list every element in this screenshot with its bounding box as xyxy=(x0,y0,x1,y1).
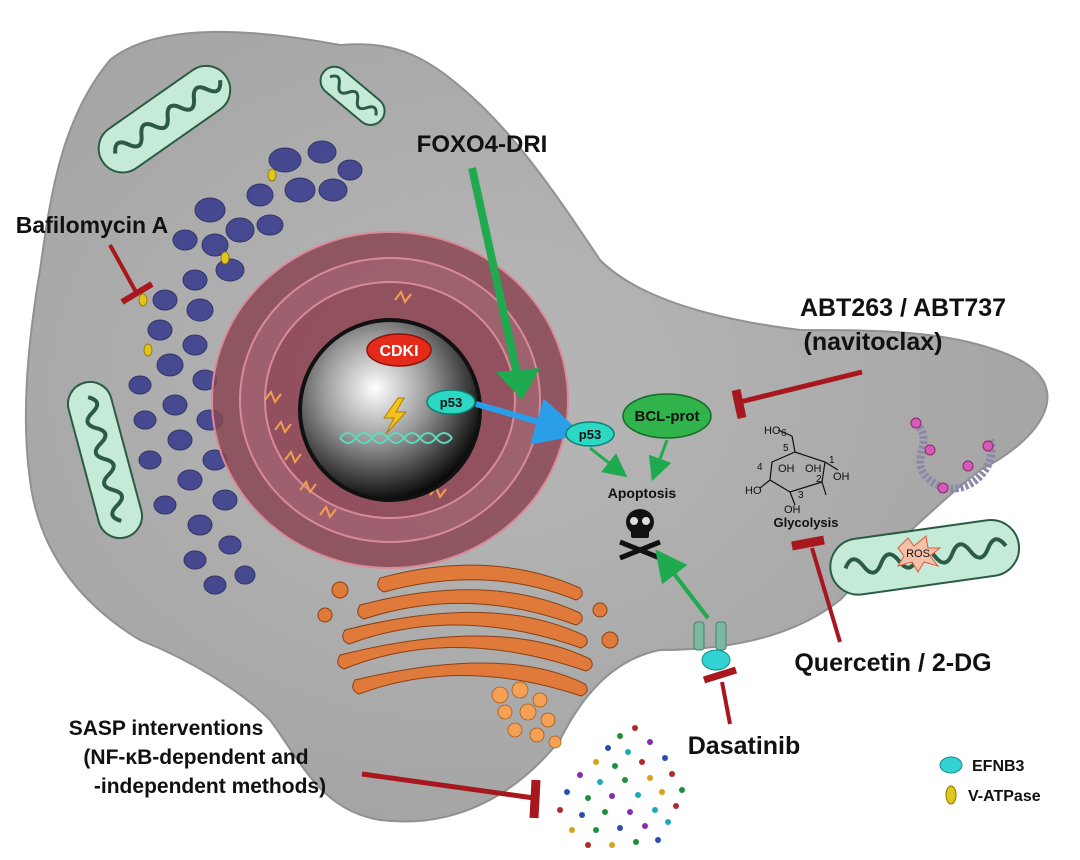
vatpase-legend-label: V-ATPase xyxy=(968,788,1041,805)
skull-crossbones-icon xyxy=(619,509,661,561)
legend: EFNB3 V-ATPase xyxy=(939,756,1041,805)
ribosomes xyxy=(264,289,447,520)
dasatinib-label: Dasatinib xyxy=(688,732,801,760)
bcl-apoptosis-arrow xyxy=(648,439,672,482)
v-atpase-markers xyxy=(138,168,277,357)
efnb3-protein xyxy=(701,649,731,671)
p53-cyto-badge xyxy=(565,421,615,447)
glucose-c2: 2 xyxy=(816,474,822,485)
apoptosis-label: Apoptosis xyxy=(608,485,677,501)
glucose-c4: 4 xyxy=(757,462,763,473)
efnb3-legend-icon xyxy=(939,756,963,774)
bcl-prot-label: BCL-prot xyxy=(635,408,700,425)
glucose-oh-c: OH xyxy=(833,471,850,483)
glucose-c6: 6 xyxy=(781,428,787,439)
golgi-apparatus xyxy=(317,564,619,697)
foxo4-label: FOXO4-DRI xyxy=(417,131,548,158)
glucose-oh-d: OH xyxy=(784,504,801,516)
glucose-structure xyxy=(759,429,839,506)
glucose-c3: 3 xyxy=(798,490,804,501)
glucose-ho6: HO xyxy=(764,425,781,437)
glucose-c5: 5 xyxy=(783,443,789,454)
sasp-label-line2: (NF-κB-dependent and xyxy=(83,746,308,769)
p53-cyto-label: p53 xyxy=(579,427,601,442)
sasp-bar xyxy=(529,779,541,819)
lightning-icon xyxy=(383,397,408,435)
abt-inhibitor xyxy=(739,369,863,405)
abt-label-line2: (navitoclax) xyxy=(804,328,943,356)
p53-translocation-arrow xyxy=(475,398,584,445)
glucose-c1: 1 xyxy=(829,455,835,466)
quercetin-label: Quercetin / 2-DG xyxy=(794,649,991,677)
glucose-oh-a: OH xyxy=(778,463,795,475)
sasp-factors xyxy=(557,725,685,848)
dasatinib-bar xyxy=(702,666,738,684)
quercetin-bar xyxy=(791,535,825,551)
abt-label-line1: ABT263 / ABT737 xyxy=(800,294,1006,322)
glycolysis-label: Glycolysis xyxy=(773,515,838,530)
dasatinib-inhibitor xyxy=(720,681,732,725)
cdki-badge xyxy=(366,333,432,367)
sasp-inhibitor xyxy=(361,771,535,801)
foxo4-arrowhead xyxy=(496,368,540,400)
foxo4-arrow xyxy=(468,167,522,379)
dna-helix xyxy=(339,432,453,444)
mitochondrion-top-left xyxy=(97,64,232,174)
bcl-prot-badge xyxy=(622,393,712,439)
membrane-protein-chain xyxy=(909,416,996,494)
mitochondrion-left xyxy=(66,380,144,540)
lysosome-cluster xyxy=(128,140,363,595)
bafilomycin-label: Bafilomycin A xyxy=(16,212,169,238)
vatpase-legend-icon xyxy=(945,785,957,805)
sasp-label-line1: SASP interventions xyxy=(69,717,264,740)
glucose-ho3: HO xyxy=(745,485,762,497)
mitochondrion-top xyxy=(319,65,386,126)
efnb3-legend-label: EFNB3 xyxy=(972,758,1025,775)
p53-nucleus-badge xyxy=(426,389,476,415)
abt-bar xyxy=(731,389,747,419)
cdki-label: CDKI xyxy=(379,343,418,360)
bafilomycin-bar xyxy=(120,281,154,305)
ros-label: ROS xyxy=(906,548,930,560)
ros-burst: ROS xyxy=(896,535,942,573)
quercetin-inhibitor xyxy=(810,547,842,643)
sasp-label-line3: -independent methods) xyxy=(94,775,326,798)
golgi-vesicles xyxy=(491,681,562,749)
ephrin-receptor xyxy=(693,621,727,651)
receptor-apoptosis-arrow xyxy=(655,549,710,620)
p53-apoptosis-arrow xyxy=(589,446,628,478)
p53-nucleus-label: p53 xyxy=(440,395,462,410)
bafilomycin-inhibitor xyxy=(108,244,138,293)
glucose-oh-b: OH xyxy=(805,463,822,475)
glucose-labels: HO 6 5 4 3 2 1 OH OH OH OH HO xyxy=(745,425,850,516)
